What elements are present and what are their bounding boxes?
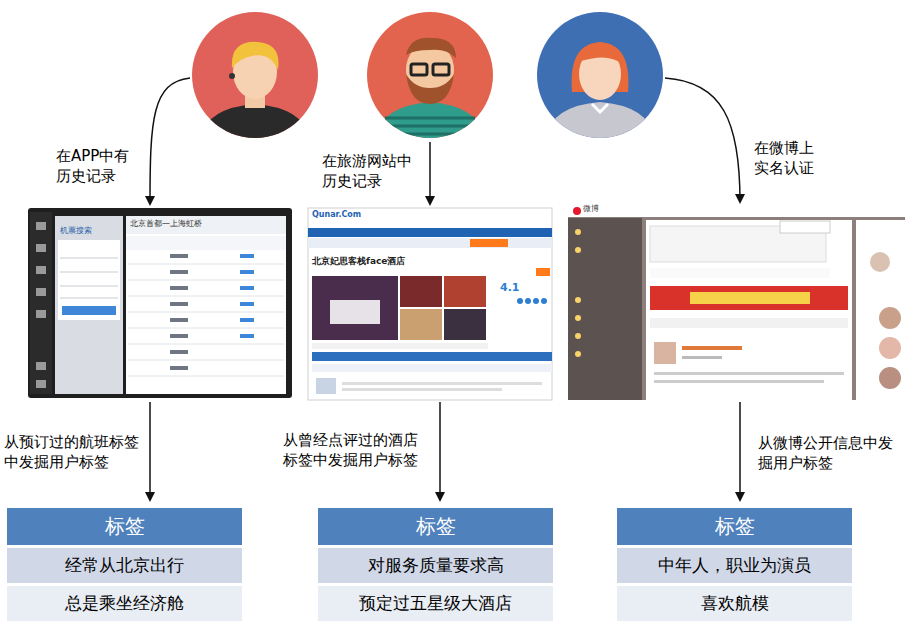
screen-text: 微博	[583, 205, 613, 214]
tag-row: 对服务质量要求高	[318, 548, 553, 583]
arrow	[439, 402, 441, 500]
tag-header: 标签	[7, 508, 242, 545]
tag-text: 标签	[105, 513, 145, 540]
tag-text: 经常从北京出行	[65, 554, 184, 577]
screen-text: Qunar.Com	[312, 211, 372, 220]
source-note: 在微博上实名认证	[754, 139, 820, 178]
app-screenshot	[28, 208, 292, 398]
screen-text: 北京妃思客栈face酒店	[312, 257, 462, 267]
tag-text: 喜欢航模	[701, 592, 769, 615]
tag-text: 总是乘坐经济舱	[65, 592, 184, 615]
tag-text: 预定过五星级大酒店	[359, 592, 512, 615]
tag-text: 标签	[416, 513, 456, 540]
arrow	[149, 402, 151, 500]
tag-header: 标签	[617, 508, 852, 545]
tag-row: 总是乘坐经济舱	[7, 586, 242, 621]
tag-row: 预定过五星级大酒店	[318, 586, 553, 621]
screen-text: 4.1	[500, 282, 530, 294]
tag-row: 经常从北京出行	[7, 548, 242, 583]
avatar	[367, 12, 493, 140]
weibo-screenshot	[568, 205, 905, 400]
arrow	[429, 142, 431, 204]
arrow	[665, 78, 740, 202]
screen-text: 北京首都—上海虹桥	[130, 220, 280, 229]
tag-text: 对服务质量要求高	[368, 554, 504, 577]
source-note: 在APP中有历史记录	[56, 147, 138, 186]
method-note: 从曾经点评过的酒店标签中发掘用户标签	[283, 431, 423, 470]
tag-text: 标签	[715, 513, 755, 540]
arrow	[150, 78, 190, 204]
avatar	[537, 12, 663, 140]
tag-row: 喜欢航模	[617, 586, 852, 621]
tag-row: 中年人，职业为演员	[617, 548, 852, 583]
avatar	[192, 12, 318, 140]
arrow	[739, 402, 741, 500]
tag-header: 标签	[318, 508, 553, 545]
method-note: 从预订过的航班标签中发掘用户标签	[4, 433, 144, 472]
screen-text: 机票搜索	[60, 227, 118, 236]
tag-text: 中年人，职业为演员	[658, 554, 811, 577]
source-note: 在旅游网站中历史记录	[322, 152, 418, 191]
website-screenshot	[308, 208, 552, 400]
method-note: 从微博公开信息中发掘用户标签	[758, 434, 898, 473]
